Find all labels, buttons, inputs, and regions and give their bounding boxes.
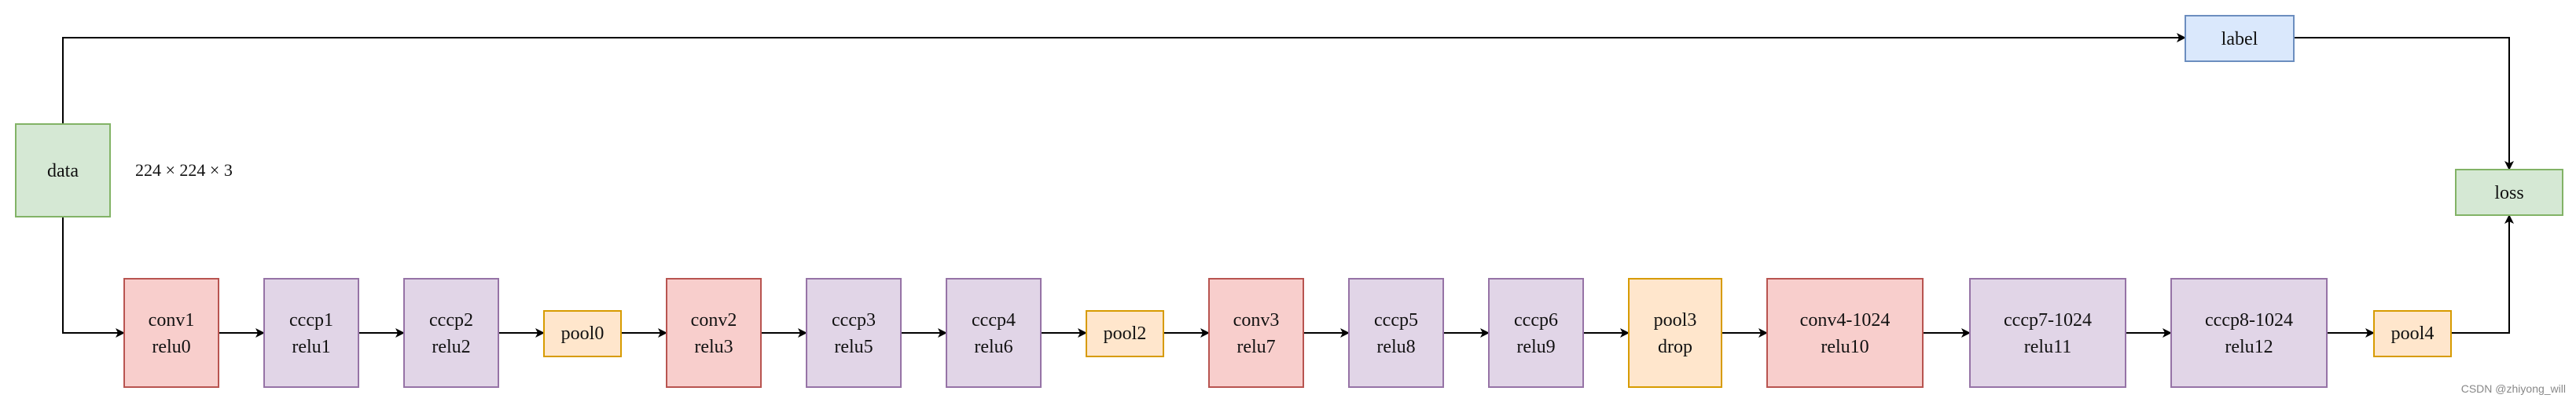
layer-box-pool4 bbox=[2373, 310, 2452, 357]
layer-label-conv4-1024-0: conv4-1024 bbox=[1800, 310, 1891, 331]
input-dimensions: 224 × 224 × 3 bbox=[135, 160, 233, 180]
edge-label-to-loss bbox=[2294, 37, 2514, 170]
edge-data-to-label bbox=[62, 33, 2186, 124]
layer-label-pool3-0: pool3 bbox=[1654, 310, 1697, 331]
layer-label-cccp8-1024-1: relu12 bbox=[2225, 337, 2273, 357]
layer-box-cccp1 bbox=[263, 278, 359, 388]
layer-label-cccp2-1: relu2 bbox=[432, 337, 470, 357]
layer-node-pool3: pool3 drop bbox=[1628, 278, 1722, 388]
layer-box-pool2 bbox=[1086, 310, 1164, 357]
layer-label-conv4-1024-1: relu10 bbox=[1821, 337, 1869, 357]
layer-label-conv2-1: relu3 bbox=[694, 337, 733, 357]
layer-label-conv1-1: relu0 bbox=[152, 337, 190, 357]
layer-box-conv2 bbox=[666, 278, 762, 388]
layer-label-cccp6-1: relu9 bbox=[1516, 337, 1555, 357]
layer-box-conv1 bbox=[123, 278, 219, 388]
label-node-label: label bbox=[2221, 29, 2258, 49]
layer-label-cccp3-1: relu5 bbox=[834, 337, 873, 357]
layer-node-pool4: pool4 bbox=[2373, 310, 2452, 357]
layer-node-cccp6: cccp6 relu9 bbox=[1488, 278, 1584, 388]
layer-label-cccp7-1024-1: relu11 bbox=[2024, 337, 2071, 357]
layer-node-pool0: pool0 bbox=[543, 310, 622, 357]
layer-label-cccp8-1024-0: cccp8-1024 bbox=[2205, 310, 2293, 331]
layer-label-cccp5-1: relu8 bbox=[1376, 337, 1415, 357]
edges-group bbox=[62, 33, 2514, 338]
layer-box-cccp5 bbox=[1348, 278, 1444, 388]
layer-label-cccp4-1: relu6 bbox=[974, 337, 1012, 357]
layer-label-pool4-0: pool4 bbox=[2391, 323, 2435, 344]
layer-label-pool0-0: pool0 bbox=[561, 323, 604, 344]
nodes-group: data 224 × 224 × 3 label loss conv1 relu0… bbox=[15, 15, 2563, 388]
layer-node-cccp5: cccp5 relu8 bbox=[1348, 278, 1444, 388]
data-node: data bbox=[15, 123, 111, 217]
layer-box-cccp8-1024 bbox=[2170, 278, 2328, 388]
edge-pool4-to-loss bbox=[2451, 214, 2514, 334]
edge-data-to-conv1 bbox=[62, 217, 125, 338]
loss-node: loss bbox=[2455, 169, 2563, 216]
layer-node-cccp3: cccp3 relu5 bbox=[806, 278, 902, 388]
layer-node-cccp4: cccp4 relu6 bbox=[946, 278, 1042, 388]
layer-node-cccp2: cccp2 relu2 bbox=[403, 278, 499, 388]
layer-node-cccp1: cccp1 relu1 bbox=[263, 278, 359, 388]
layer-box-cccp7-1024 bbox=[1969, 278, 2126, 388]
layer-node-cccp8-1024: cccp8-1024 relu12 bbox=[2170, 278, 2328, 388]
loss-node-label: loss bbox=[2494, 183, 2523, 203]
layer-box-cccp3 bbox=[806, 278, 902, 388]
layer-label-cccp1-0: cccp1 bbox=[289, 310, 333, 331]
layer-box-conv4-1024 bbox=[1766, 278, 1924, 388]
loss-node-box bbox=[2455, 169, 2563, 216]
layer-label-conv3-1: relu7 bbox=[1237, 337, 1275, 357]
layer-box-conv3 bbox=[1208, 278, 1304, 388]
layer-label-conv2-0: conv2 bbox=[691, 310, 737, 331]
layer-node-pool2: pool2 bbox=[1086, 310, 1164, 357]
layer-label-cccp2-0: cccp2 bbox=[429, 310, 473, 331]
layer-label-conv3-0: conv3 bbox=[1233, 310, 1280, 331]
layer-node-conv4-1024: conv4-1024 relu10 bbox=[1766, 278, 1924, 388]
layer-label-cccp1-1: relu1 bbox=[292, 337, 330, 357]
data-node-box bbox=[15, 123, 111, 217]
layer-box-pool0 bbox=[543, 310, 622, 357]
layer-box-cccp6 bbox=[1488, 278, 1584, 388]
label-node-box bbox=[2185, 15, 2295, 62]
data-node-label: data bbox=[47, 161, 79, 181]
layer-label-pool3-1: drop bbox=[1658, 337, 1692, 357]
layer-box-cccp4 bbox=[946, 278, 1042, 388]
layer-node-conv3: conv3 relu7 bbox=[1208, 278, 1304, 388]
layer-box-cccp2 bbox=[403, 278, 499, 388]
layer-node-conv1: conv1 relu0 bbox=[123, 278, 219, 388]
label-node: label bbox=[2185, 15, 2295, 62]
layer-node-conv2: conv2 relu3 bbox=[666, 278, 762, 388]
watermark: CSDN @zhiyong_will bbox=[2461, 382, 2566, 395]
layer-label-conv1-0: conv1 bbox=[149, 310, 195, 331]
layer-box-pool3 bbox=[1628, 278, 1722, 388]
layer-label-cccp4-0: cccp4 bbox=[972, 310, 1016, 331]
layer-label-cccp7-1024-0: cccp7-1024 bbox=[2004, 310, 2092, 331]
layer-node-cccp7-1024: cccp7-1024 relu11 bbox=[1969, 278, 2126, 388]
layer-label-cccp5-0: cccp5 bbox=[1374, 310, 1418, 331]
layer-label-cccp3-0: cccp3 bbox=[832, 310, 876, 331]
layer-label-pool2-0: pool2 bbox=[1104, 323, 1147, 344]
layer-label-cccp6-0: cccp6 bbox=[1514, 310, 1558, 331]
